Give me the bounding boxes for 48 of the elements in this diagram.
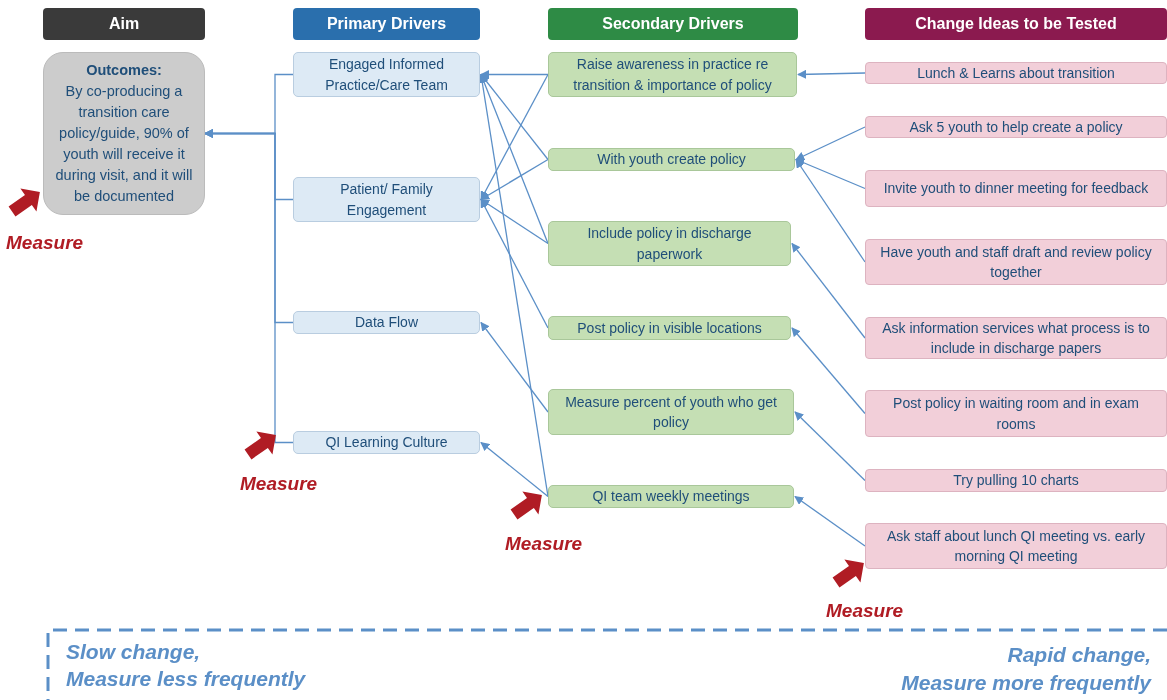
connector-arrow: [480, 198, 549, 329]
change-idea-box: Post policy in waiting room and in exam rooms: [865, 390, 1167, 437]
connector-arrow: [480, 70, 549, 79]
measure-label: Measure: [826, 600, 904, 622]
change-idea-box: Ask 5 youth to help create a policy: [865, 116, 1167, 138]
note-text: Measure more frequently: [901, 671, 1151, 695]
connector-arrow: [480, 73, 549, 201]
column-header: Aim: [43, 8, 205, 40]
secondary-driver-box: Include policy in discharge paperwork: [548, 221, 791, 266]
connector-arrow: [480, 158, 549, 201]
connector-arrow: [794, 411, 866, 482]
aim-box: Outcomes: By co-producing a transition care policy/guide, 90% of youth will receive it during visit, and it will be documented: [43, 52, 205, 215]
measure-label: Measure: [6, 232, 84, 254]
measure-label: Measure: [240, 473, 318, 495]
connector-arrow: [480, 441, 549, 498]
connector-arrow: [480, 73, 549, 161]
connector-arrow: [791, 327, 866, 415]
change-idea-box: Ask staff about lunch QI meeting vs. early morning QI meeting: [865, 523, 1167, 569]
note-text: Slow change,: [66, 640, 201, 664]
connector-arrow: [795, 158, 866, 263]
primary-driver-box: Engaged Informed Practice/Care Team: [293, 52, 480, 97]
change-idea-box: Invite youth to dinner meeting for feedback: [865, 170, 1167, 207]
secondary-driver-box: With youth create policy: [548, 148, 795, 171]
secondary-driver-box: Post policy in visible locations: [548, 316, 791, 340]
note-text: Rapid change,: [1007, 643, 1151, 667]
primary-driver-box: Patient/ Family Engagement: [293, 177, 480, 222]
secondary-driver-box: Measure percent of youth who get policy: [548, 389, 794, 435]
connector-arrow: [204, 129, 294, 444]
secondary-driver-box: Raise awareness in practice re transition & importance of policy: [548, 52, 797, 97]
column-header: Secondary Drivers: [548, 8, 798, 40]
connector-arrow: [795, 158, 866, 190]
primary-driver-box: QI Learning Culture: [293, 431, 480, 454]
primary-driver-box: Data Flow: [293, 311, 480, 334]
change-idea-box: Ask information services what process is to include in discharge papers: [865, 317, 1167, 359]
connector-arrow: [794, 495, 866, 547]
column-header: Change Ideas to be Tested: [865, 8, 1167, 40]
column-header: Primary Drivers: [293, 8, 480, 40]
secondary-driver-box: QI team weekly meetings: [548, 485, 794, 508]
connector-arrow: [795, 126, 866, 161]
connector-arrow: [480, 198, 549, 245]
connector-arrow: [797, 69, 866, 79]
note-text: Measure less frequently: [66, 667, 306, 691]
connector-arrow: [791, 242, 866, 339]
connector-arrow: [480, 321, 549, 413]
measure-label: Measure: [505, 533, 583, 555]
change-idea-box: Have youth and staff draft and review policy together: [865, 239, 1167, 285]
change-idea-box: Try pulling 10 charts: [865, 469, 1167, 492]
change-idea-box: Lunch & Learns about transition: [865, 62, 1167, 84]
